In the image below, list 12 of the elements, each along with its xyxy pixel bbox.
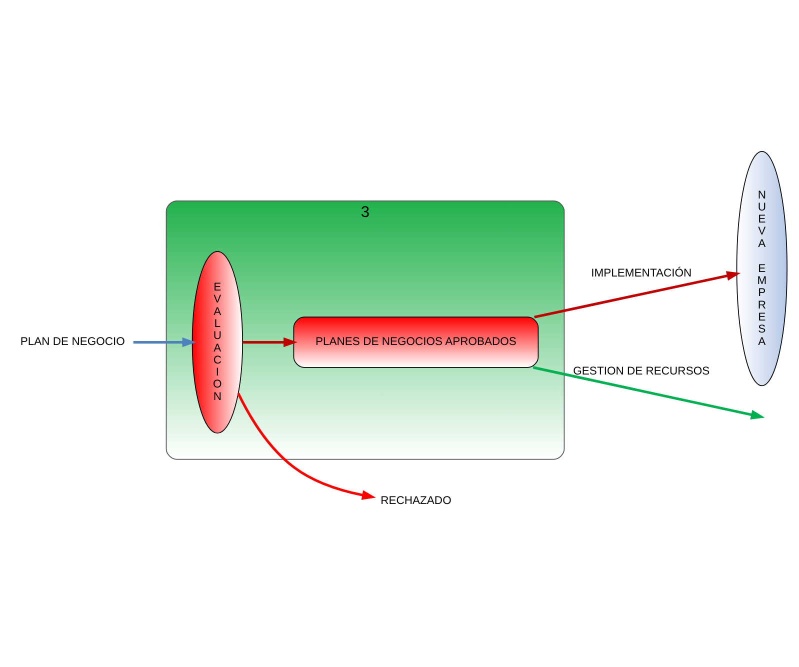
- node-ellipse: NUEVA EMPRESA: [736, 150, 788, 386]
- node-ellipse: EVALUACION: [192, 250, 243, 434]
- arrow: [532, 366, 765, 419]
- node-text: RECHAZADO: [380, 494, 452, 506]
- edge-label: GESTION DE RECURSOS: [573, 365, 710, 378]
- arrow: [133, 336, 196, 347]
- node-box: PLANES DE NEGOCIOS APROBADOS: [293, 316, 539, 368]
- arrow: [237, 392, 376, 500]
- node-text: PLAN DE NEGOCIO: [20, 336, 125, 348]
- arrow: [242, 336, 298, 347]
- arrow: [534, 270, 741, 318]
- edge-label: IMPLEMENTACIÓN: [591, 267, 692, 280]
